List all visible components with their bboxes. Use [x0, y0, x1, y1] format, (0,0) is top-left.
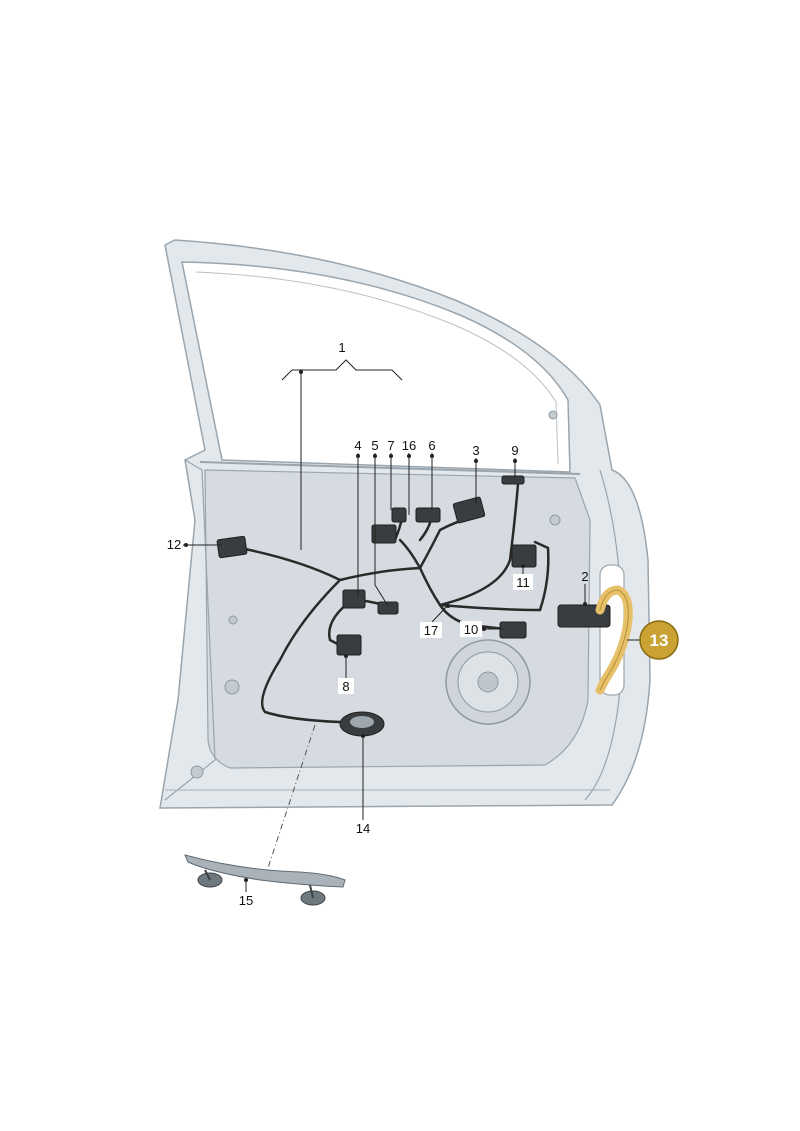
connector-10 — [499, 621, 527, 639]
label-1: 1 — [338, 340, 345, 355]
label-9: 9 — [511, 443, 518, 458]
label-6: 6 — [428, 438, 435, 453]
connector-8 — [336, 634, 362, 656]
label-2: 2 — [581, 569, 588, 584]
label-17: 17 — [424, 623, 438, 638]
connector-5 — [377, 601, 399, 615]
highlighted-cable-13-edge — [599, 589, 629, 691]
belt-line — [199, 461, 581, 475]
panel-hole — [548, 410, 558, 420]
door-shell — [159, 239, 651, 809]
connector-16 — [371, 524, 397, 544]
panel-hole — [224, 679, 240, 695]
callout-13: 13 — [639, 620, 679, 660]
label-15: 15 — [239, 893, 253, 908]
panel-hole — [190, 765, 204, 779]
connector-6 — [415, 507, 441, 523]
connector-9 — [501, 475, 525, 485]
panel-hole — [228, 615, 238, 625]
label-7: 7 — [387, 438, 394, 453]
window-frame-rim — [195, 271, 559, 465]
label-12: 12 — [167, 537, 181, 552]
label-3: 3 — [472, 443, 479, 458]
label-13: 13 — [650, 631, 669, 650]
window-opening — [181, 261, 571, 473]
connector-3 — [452, 496, 486, 524]
label-5: 5 — [371, 438, 378, 453]
leader-lines — [183, 359, 640, 892]
label-14: 14 — [356, 821, 370, 836]
connector-7 — [391, 507, 407, 523]
components — [216, 475, 611, 656]
grommet-14-inner — [350, 716, 374, 728]
label-8: 8 — [342, 679, 349, 694]
connector-12 — [216, 535, 248, 559]
label-4: 4 — [354, 438, 361, 453]
label-10: 10 — [464, 622, 478, 637]
panel-hole — [549, 514, 561, 526]
speaker — [445, 639, 531, 725]
front-edge — [164, 459, 216, 801]
cable-guide-15 — [184, 854, 346, 906]
label-11: 11 — [516, 575, 530, 590]
label-16: 16 — [402, 438, 416, 453]
part-labels: 1 4 5 7 16 6 3 9 12 11 2 17 10 8 14 15 — [167, 340, 589, 908]
connector-4 — [342, 589, 366, 609]
connector-11 — [511, 544, 537, 568]
